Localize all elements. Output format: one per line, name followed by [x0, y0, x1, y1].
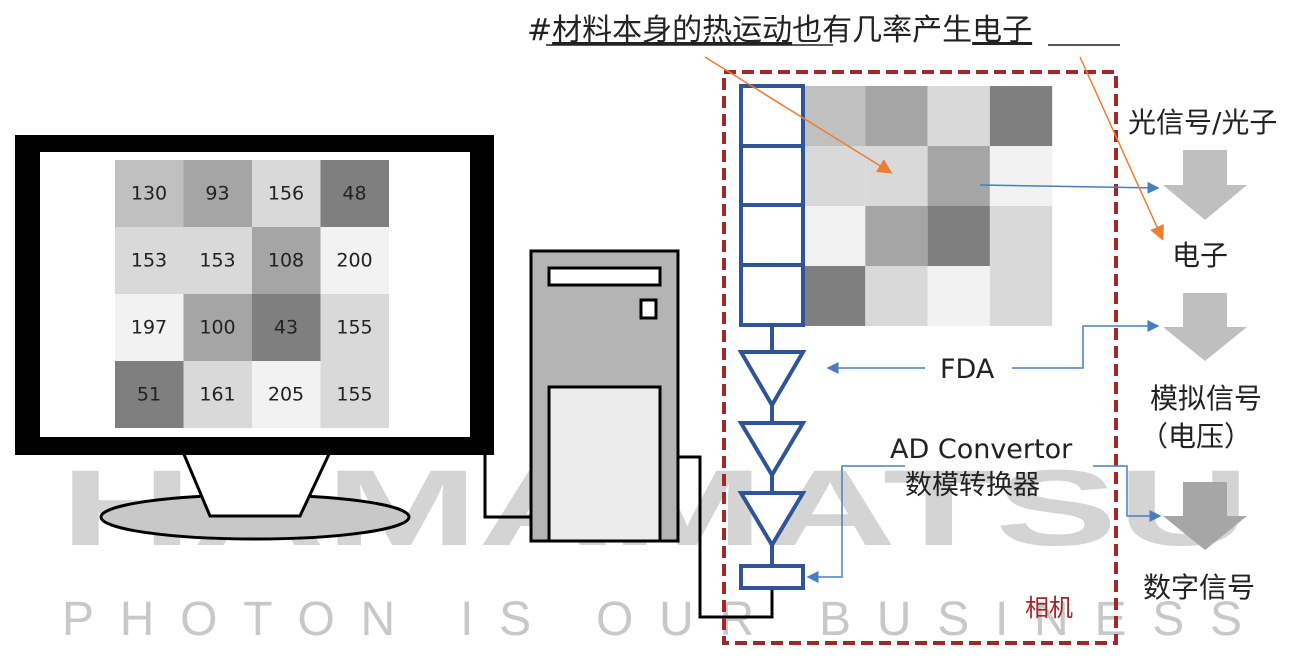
pixel-value: 153 — [131, 250, 167, 272]
monitor-pixel — [115, 294, 184, 361]
camera-pixel — [865, 206, 928, 266]
thermal-pointer — [704, 56, 893, 174]
adc-block — [739, 564, 805, 590]
pixel-value: 100 — [199, 317, 235, 339]
camera-boundary — [722, 70, 1118, 645]
camera-pixel — [927, 266, 990, 326]
camera-cable — [678, 455, 774, 619]
drive-slot — [547, 266, 662, 287]
computer-tower — [529, 249, 680, 543]
monitor-pixel — [320, 361, 389, 428]
camera-pixel — [803, 146, 866, 206]
title-middle: 也有几率产生 — [792, 13, 972, 48]
pixel-value: 155 — [336, 317, 372, 339]
flow-step-voltage: （电压） — [1140, 420, 1252, 453]
pixel-value: 153 — [199, 250, 235, 272]
pixel-value: 108 — [268, 250, 304, 272]
pixel-value: 197 — [131, 317, 167, 339]
camera-pixel — [989, 86, 1053, 146]
monitor-pixel — [320, 160, 389, 227]
camera-pixel — [927, 86, 990, 146]
electron-connector — [979, 181, 1160, 194]
title-prefix: # — [527, 13, 552, 48]
monitor-pixel — [252, 294, 321, 361]
camera-pixel — [865, 266, 928, 326]
pixel-value: 205 — [268, 384, 304, 406]
flow-step-digital: 数字信号 — [1143, 571, 1255, 604]
power-button — [639, 298, 658, 320]
analog-connector — [1012, 320, 1160, 369]
adc-pointer — [806, 465, 905, 583]
flow-step-electron: 电子 — [1172, 239, 1228, 272]
monitor-pixel — [183, 361, 252, 428]
monitor-pixel — [115, 227, 184, 294]
pixel-value: 43 — [274, 317, 298, 339]
monitor-pixel — [252, 361, 321, 428]
flow-step-light: 光信号/光子 — [1128, 106, 1277, 139]
pixel-value: 51 — [137, 384, 161, 406]
pixel-value: 156 — [268, 183, 304, 205]
monitor-pixel — [115, 361, 184, 428]
title-electron: 电子 — [972, 13, 1032, 48]
flow-arrow-3 — [1163, 482, 1247, 550]
monitor-pixel — [320, 294, 389, 361]
camera-pixel — [865, 86, 928, 146]
pixel-value: 93 — [205, 183, 229, 205]
camera-label: 相机 — [1025, 594, 1073, 622]
adc-label-cn: 数模转换器 — [905, 470, 1040, 501]
camera-pixel — [803, 206, 866, 266]
adc-label-en: AD Convertor — [890, 434, 1073, 465]
electron-pointer — [1079, 56, 1164, 241]
monitor-pixel — [320, 227, 389, 294]
title-thermal: 材料本身的热运动 — [552, 13, 792, 48]
camera-pixel — [865, 146, 928, 206]
camera-pixel — [927, 206, 990, 266]
flow-arrow-2 — [1163, 293, 1247, 361]
readout-register — [739, 84, 805, 327]
pixel-value: 48 — [342, 183, 366, 205]
amplifier-2 — [737, 421, 807, 479]
amplifier-1 — [737, 350, 807, 409]
camera-pixel — [989, 206, 1053, 266]
monitor-pixel-grid: 130 93 156 48 153 153 108 200 197 100 43 155 51 161 20… — [115, 160, 389, 428]
pixel-value: 200 — [336, 250, 372, 272]
monitor-pixel — [115, 160, 184, 227]
digital-connector — [1093, 465, 1162, 522]
camera-pixel — [803, 86, 866, 146]
pixel-value: 161 — [199, 384, 235, 406]
camera-pixel-grid — [803, 86, 1053, 326]
pixel-value: 155 — [336, 384, 372, 406]
amplifier-3 — [737, 491, 807, 549]
camera-pixel — [989, 146, 1053, 206]
monitor-cable — [483, 455, 531, 519]
flow-arrow-1 — [1163, 150, 1247, 220]
monitor-pixel — [183, 227, 252, 294]
pixel-value: 130 — [131, 183, 167, 205]
monitor-pixel — [252, 160, 321, 227]
monitor: 130 93 156 48 153 153 108 200 197 100 43 155 51 161 20… — [15, 135, 494, 541]
flow-step-analog: 模拟信号 — [1150, 382, 1262, 415]
monitor-pixel — [183, 160, 252, 227]
camera-pixel — [803, 266, 866, 326]
front-panel — [547, 385, 662, 543]
camera-pixel — [989, 266, 1053, 326]
monitor-pixel — [183, 294, 252, 361]
monitor-pixel — [252, 227, 321, 294]
camera-pixel — [927, 146, 990, 206]
fda-label: FDA — [940, 354, 995, 385]
title-annotation: #材料本身的热运动也有几率产生电子 — [527, 13, 1032, 48]
